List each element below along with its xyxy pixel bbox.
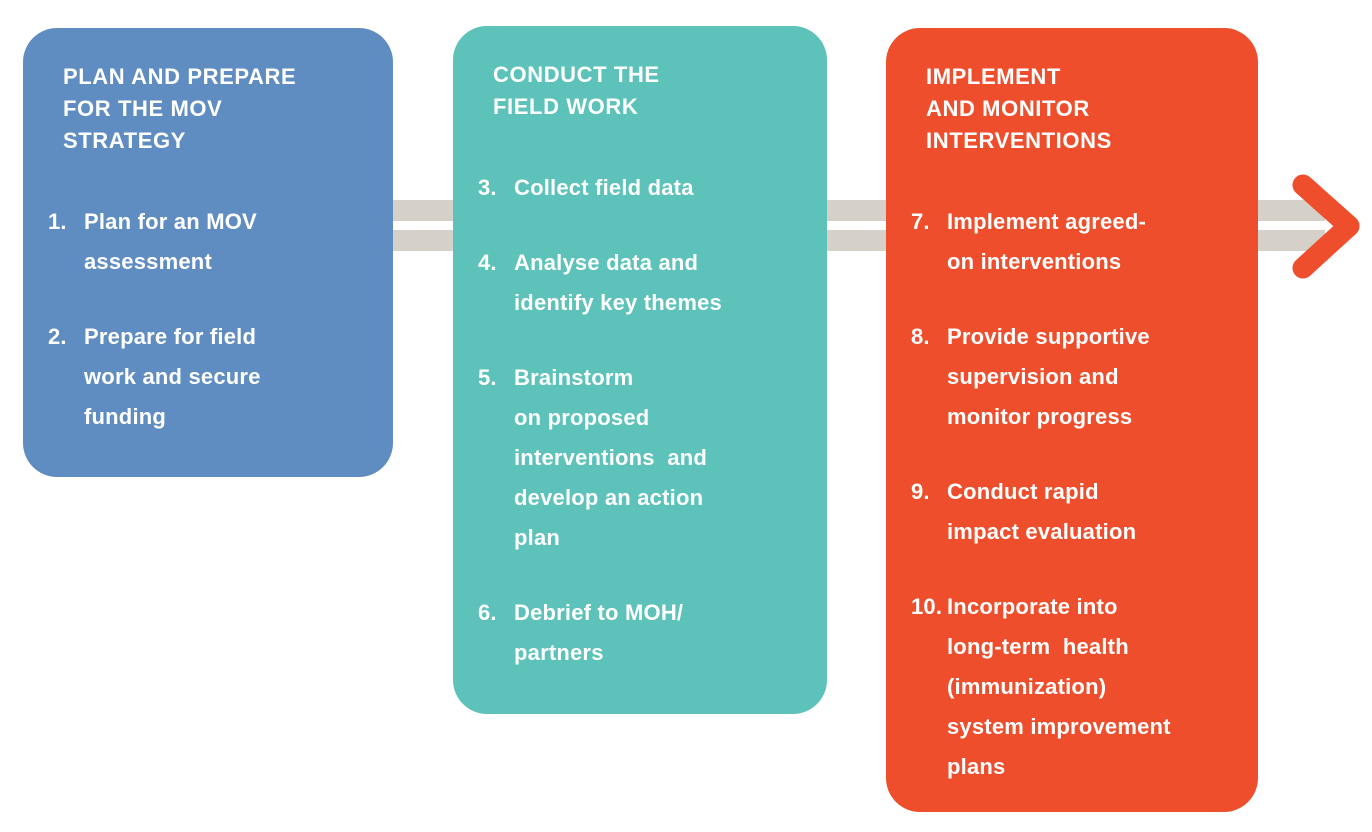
step-text: Brainstorm on proposed interventions and… <box>514 365 708 550</box>
step-text: Provide supportive supervision and monit… <box>947 324 1150 429</box>
stage-title: PLAN AND PREPARE FOR THE MOV STRATEGY <box>63 64 297 153</box>
step-text: Plan for an MOV assessment <box>84 209 257 274</box>
step-number: 3. <box>478 175 497 200</box>
stage-box-implement-and-monitor: IMPLEMENT AND MONITOR INTERVENTIONS 7. I… <box>886 28 1258 812</box>
step-number: 5. <box>478 365 497 390</box>
step-number: 2. <box>48 324 67 349</box>
step-item-4: 4. Analyse data and identify key themes <box>478 243 807 323</box>
step-item-9: 9. Conduct rapid impact evaluation <box>911 472 1238 552</box>
step-text: Incorporate into long-term health (immun… <box>947 594 1171 779</box>
step-item-6: 6. Debrief to MOH/ partners <box>478 593 807 673</box>
step-item-10: 10. Incorporate into long-term health (i… <box>911 587 1238 787</box>
step-text: Collect field data <box>514 175 694 200</box>
stage-title: CONDUCT THE FIELD WORK <box>493 62 660 119</box>
step-item-5: 5. Brainstorm on proposed interventions … <box>478 358 807 558</box>
step-number: 8. <box>911 324 930 349</box>
step-text: Prepare for field work and secure fundin… <box>84 324 261 429</box>
step-text: Implement agreed- on interventions <box>947 209 1147 274</box>
step-text: Conduct rapid impact evaluation <box>947 479 1137 544</box>
step-item-8: 8. Provide supportive supervision and mo… <box>911 317 1238 437</box>
step-number: 4. <box>478 250 497 275</box>
step-number: 1. <box>48 209 67 234</box>
step-text: Debrief to MOH/ partners <box>514 600 684 665</box>
step-number: 10. <box>911 594 943 619</box>
stage-title: IMPLEMENT AND MONITOR INTERVENTIONS <box>926 64 1112 153</box>
step-item-2: 2. Prepare for field work and secure fun… <box>48 317 373 437</box>
step-item-7: 7. Implement agreed- on interventions <box>911 202 1238 282</box>
stage-box-plan-and-prepare: PLAN AND PREPARE FOR THE MOV STRATEGY 1.… <box>23 28 393 477</box>
step-item-1: 1. Plan for an MOV assessment <box>48 202 373 282</box>
step-number: 6. <box>478 600 497 625</box>
step-number: 9. <box>911 479 930 504</box>
stage-box-conduct-the-field-work: CONDUCT THE FIELD WORK 3. Collect field … <box>453 26 827 714</box>
step-item-3: 3. Collect field data <box>478 168 807 208</box>
arrow-right-icon <box>1292 174 1360 279</box>
step-number: 7. <box>911 209 930 234</box>
step-text: Analyse data and identify key themes <box>514 250 722 315</box>
